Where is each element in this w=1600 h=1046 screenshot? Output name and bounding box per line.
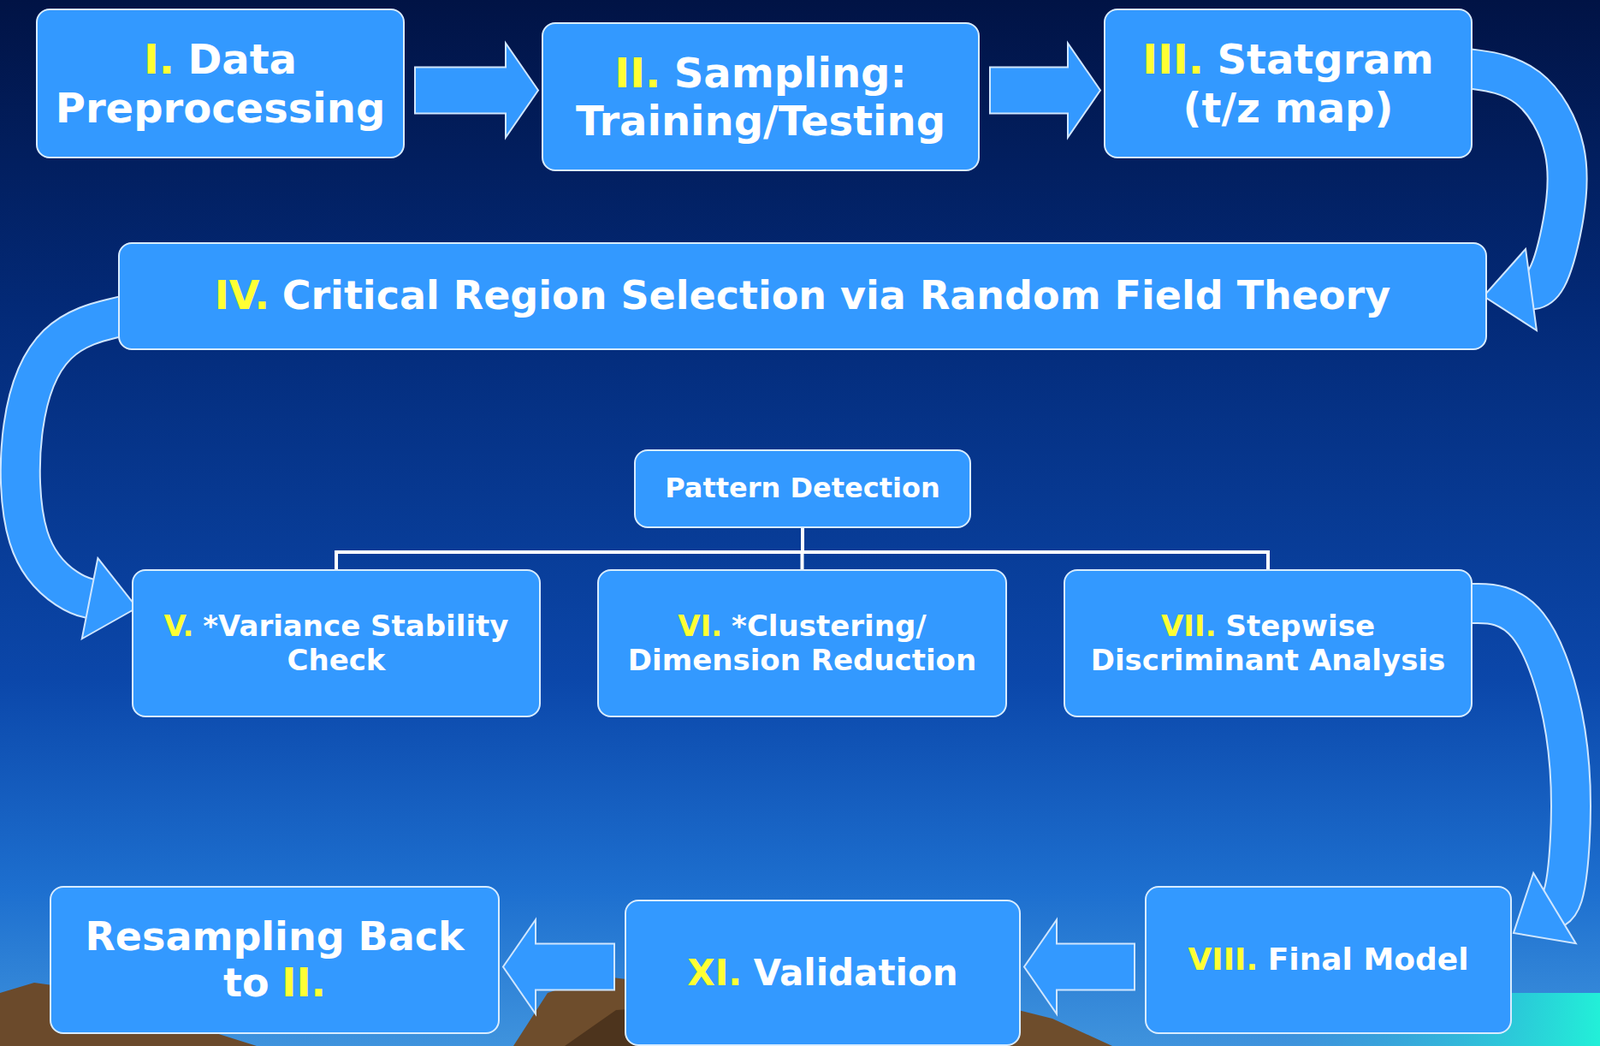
flow-arrow — [989, 43, 1101, 138]
step-number: II. — [614, 48, 661, 97]
arrow-head — [82, 557, 137, 639]
flow-arrow — [414, 43, 539, 138]
box-label: V.*Variance Stability Check — [143, 609, 529, 678]
step-label: *Variance Stability Check — [202, 608, 509, 677]
step-number: VII. — [1161, 608, 1217, 643]
step-label: Stepwise Discriminant Analysis — [1090, 608, 1446, 677]
step-label: Resampling Back to — [84, 912, 464, 1006]
arrow-outline — [20, 315, 124, 599]
process-box: II.Sampling: Training/Testing — [541, 22, 980, 172]
block-arrow — [1024, 919, 1135, 1014]
process-box: I.Data Preprocessing — [35, 8, 405, 159]
box-label: VII.Stepwise Discriminant Analysis — [1075, 609, 1461, 678]
box-label: XI. Validation — [687, 951, 958, 994]
block-arrow — [414, 43, 539, 138]
box-label: II.Sampling: Training/Testing — [553, 48, 968, 145]
step-label: Critical Region Selection via Random Fie… — [282, 272, 1392, 319]
box-label: Pattern Detection — [664, 472, 940, 504]
step-number: IV. — [214, 272, 270, 319]
curved-arrow — [1467, 603, 1571, 909]
box-label: I.Data Preprocessing — [47, 35, 393, 131]
group-box: Pattern Detection — [634, 449, 972, 528]
box-label: Resampling Back toII. — [61, 913, 488, 1007]
process-box: III.Statgram (t/z map) — [1103, 8, 1473, 159]
step-number: I. — [143, 35, 175, 83]
process-box: VII.Stepwise Discriminant Analysis — [1063, 568, 1473, 718]
step-number: VIII. — [1187, 941, 1258, 977]
process-box: XI. Validation — [624, 899, 1021, 1046]
flow-arrow — [503, 919, 615, 1014]
step-number: VI. — [677, 608, 723, 643]
block-arrow — [989, 43, 1101, 138]
block-arrow — [503, 919, 615, 1014]
tree-line — [336, 527, 803, 569]
process-box: V.*Variance Stability Check — [131, 568, 541, 718]
step-number: V. — [164, 608, 195, 643]
flow-arrow — [20, 315, 137, 639]
arrow-outline — [1467, 603, 1571, 909]
step-number: XI. — [687, 951, 742, 994]
arrow-head — [1513, 872, 1577, 943]
arrow-head — [1483, 248, 1537, 331]
box-label: IV. Critical Region Selection via Random … — [214, 272, 1392, 320]
step-label: Data Preprocessing — [55, 35, 386, 131]
tree-line — [802, 527, 1269, 569]
process-box: VI.*Clustering/ Dimension Reduction — [597, 568, 1008, 718]
step-label: Final Model — [1268, 941, 1470, 977]
flow-arrow — [1024, 919, 1135, 1014]
box-label: III.Statgram (t/z map) — [1115, 35, 1461, 131]
tree-line — [802, 527, 1269, 569]
tree-line — [336, 527, 803, 569]
box-label: VIII. Final Model — [1187, 941, 1469, 978]
note-box: Resampling Back toII. — [49, 885, 500, 1034]
step-label: Pattern Detection — [664, 471, 940, 504]
curved-arrow — [20, 315, 124, 599]
step-number: III. — [1142, 35, 1204, 83]
process-band: IV. Critical Region Selection via Random … — [118, 242, 1488, 350]
process-box: VIII. Final Model — [1144, 885, 1512, 1034]
step-number: II. — [281, 959, 326, 1006]
step-label: Validation — [753, 951, 959, 994]
step-label: Statgram (t/z map) — [1183, 35, 1435, 131]
box-label: VI.*Clustering/ Dimension Reduction — [609, 609, 996, 678]
